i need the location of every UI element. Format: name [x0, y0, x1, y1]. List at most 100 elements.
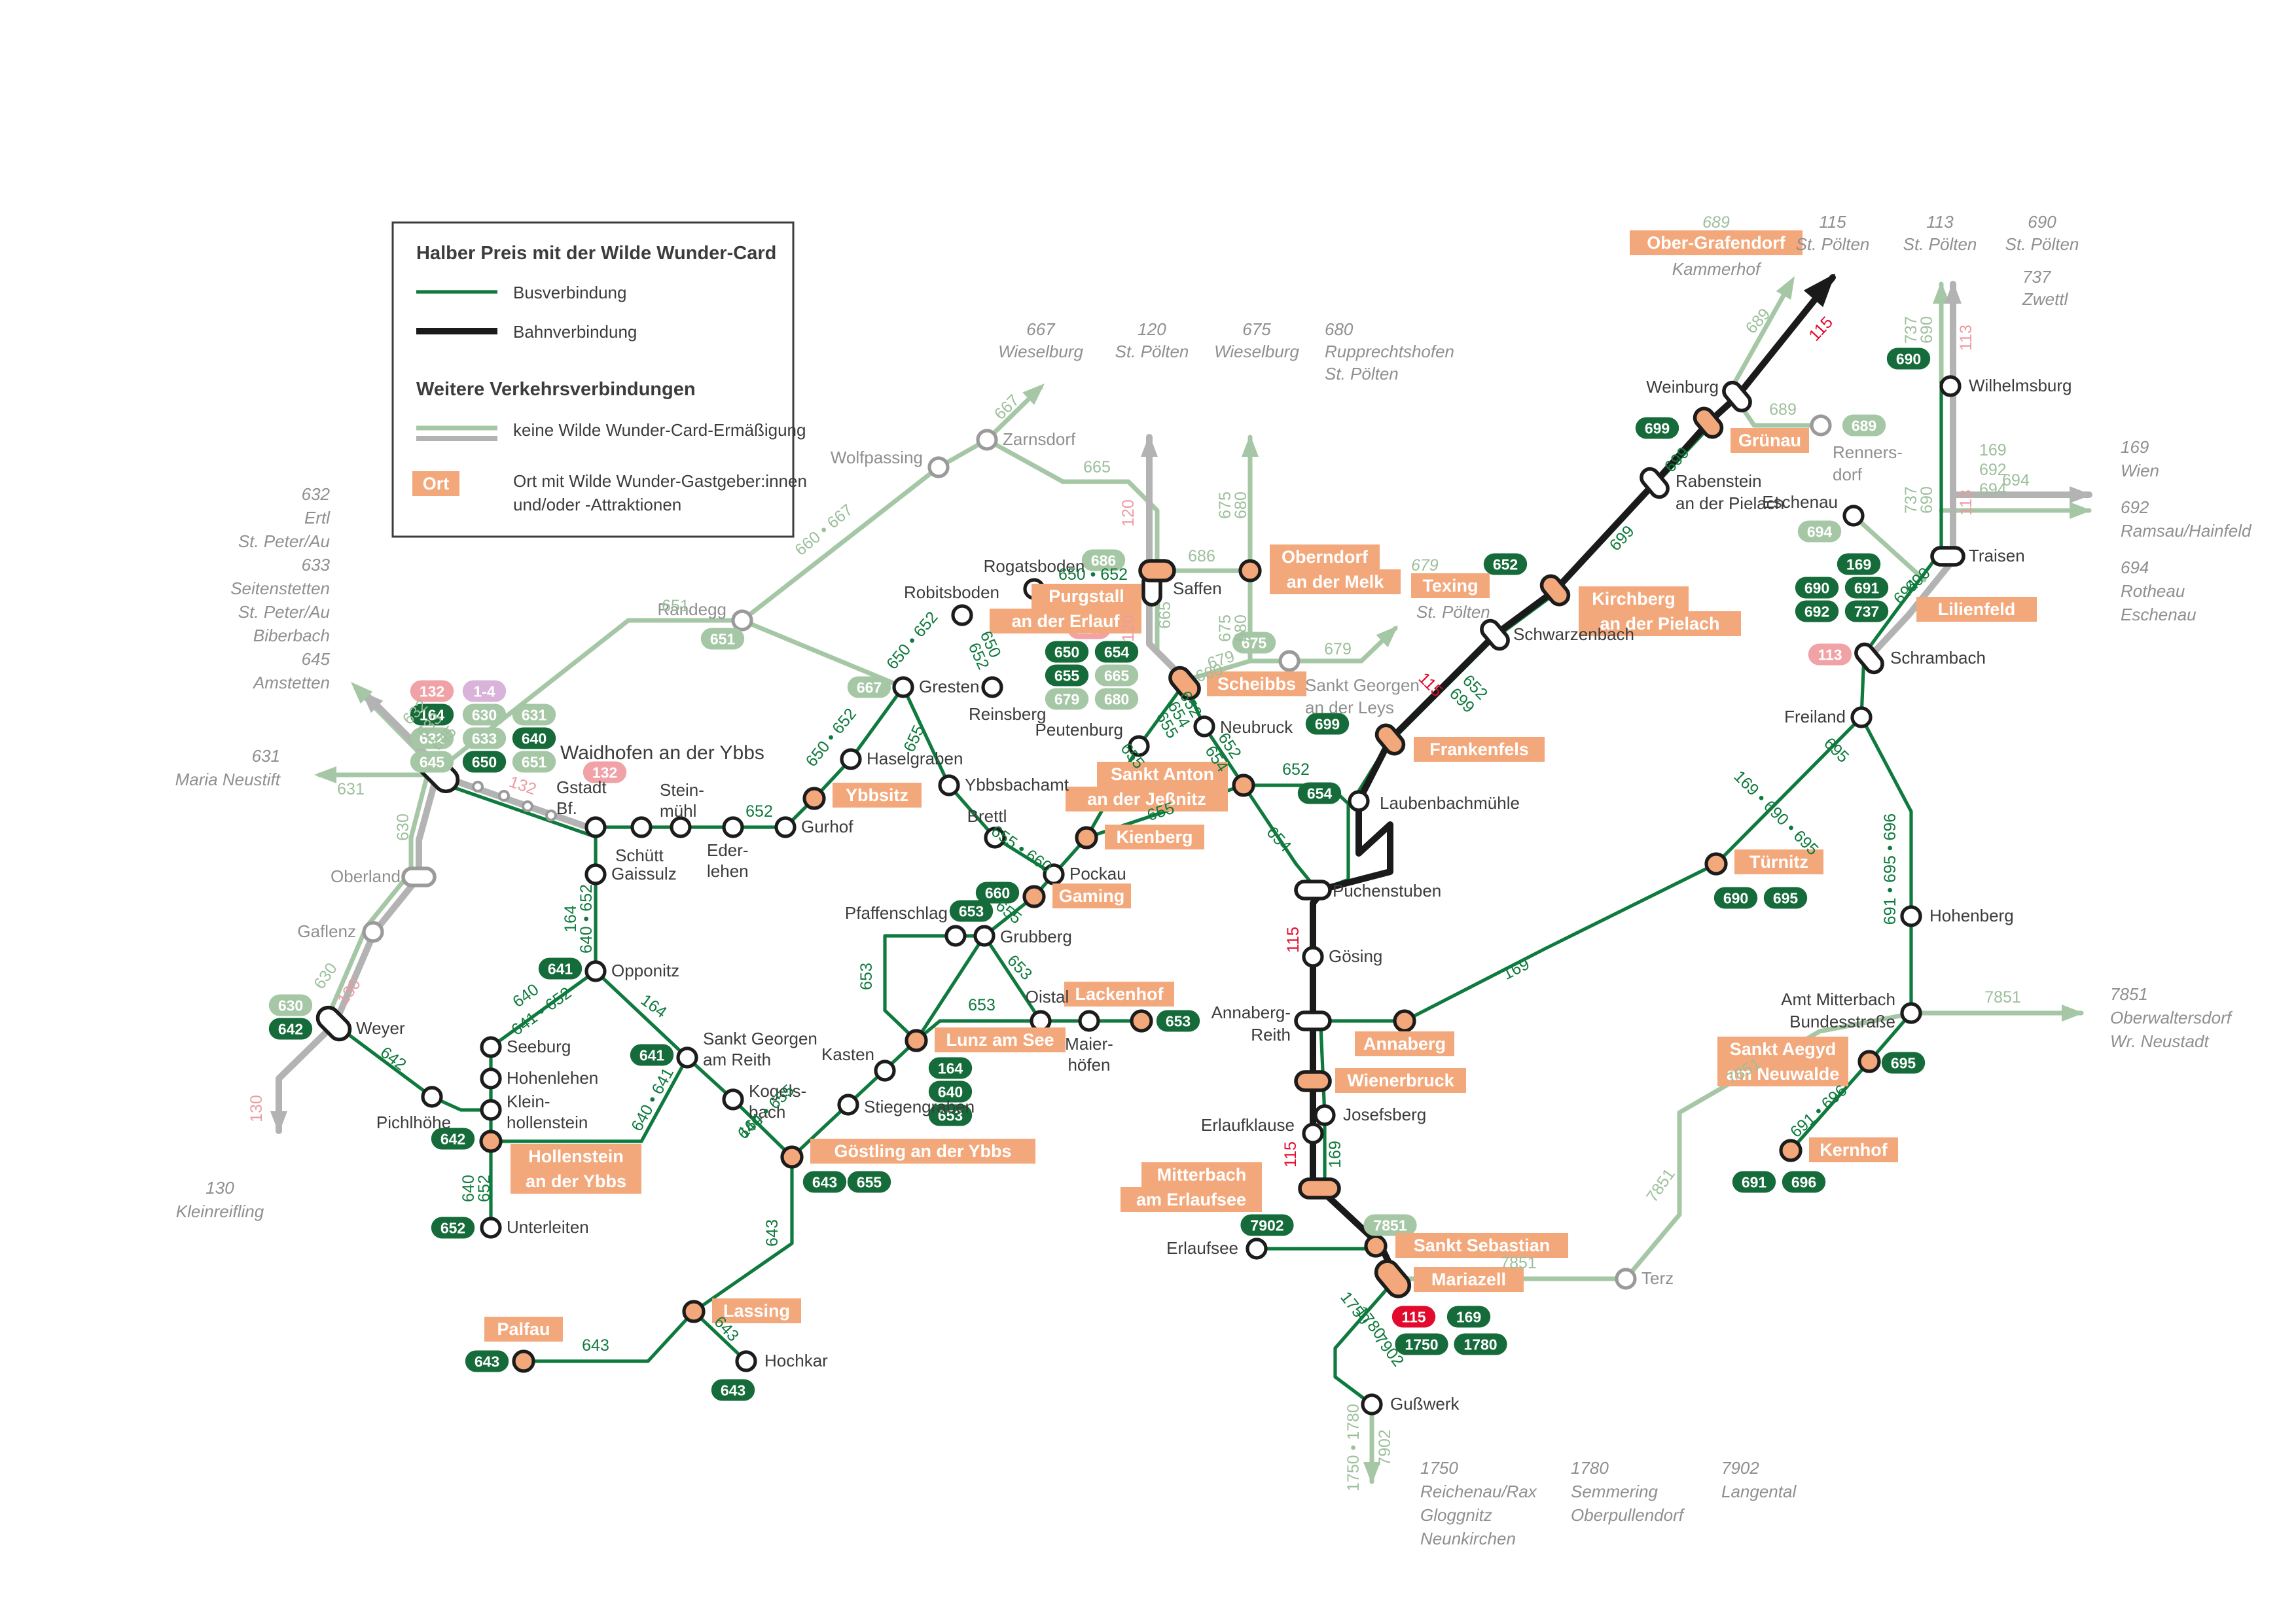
arrow-737-up: [1933, 281, 1950, 304]
station-annaberg: [1393, 1009, 1416, 1033]
badge-650: [462, 751, 507, 773]
chip-wienerbruck: [1335, 1068, 1466, 1093]
label-695-177: 695: [1820, 734, 1852, 766]
line-654-stanton-puchenstuben: [1242, 783, 1315, 887]
badge-7851: [1363, 1214, 1417, 1236]
label-wieselburg-85: Wieselburg: [1214, 342, 1299, 361]
chip-goestling: [810, 1139, 1035, 1164]
station-seeburg: [480, 1036, 502, 1058]
label-neunkirchen-111: Neunkirchen: [1420, 1529, 1516, 1548]
badge-label-653: 653: [959, 902, 984, 919]
label-laubenbachmühle-64: Laubenbachmühle: [1380, 793, 1520, 813]
badge-label-690: 690: [1723, 889, 1748, 906]
chip-label-ybbsitz: Ybbsitz: [846, 785, 908, 805]
badge-660: [975, 882, 1020, 904]
label-und-oder-attraktionen-6: und/oder -Attraktionen: [513, 495, 681, 514]
chip-label-ober-grafendorf: Ober-Grafendorf: [1647, 233, 1786, 253]
label-642-146: 642: [377, 1043, 410, 1074]
label-653-152: 653: [857, 963, 876, 990]
label-130-128: 130: [206, 1178, 234, 1198]
chip-kienberg: [1105, 825, 1204, 849]
chip-label-lunz-am-see: Lunz am See: [946, 1030, 1054, 1050]
station-rabenstein: [1640, 467, 1670, 499]
badge-label-690: 690: [1804, 579, 1829, 596]
label-690-94: 690: [2028, 212, 2056, 232]
label-neubruck-45: Neubruck: [1220, 717, 1293, 737]
badge-label-675: 675: [1242, 634, 1267, 651]
label-josefsberg-50: Josefsberg: [1343, 1105, 1426, 1124]
label-biberbach-123: Biberbach: [253, 626, 330, 645]
chip-label-sankt-anton-line1: an der Jeßnitz: [1087, 789, 1206, 809]
label-737-199: 737: [1902, 486, 1920, 514]
chip-frankenfels: [1414, 737, 1545, 762]
badge-690: [1795, 577, 1839, 599]
badge-label-1-4: 1-4: [473, 683, 495, 700]
badge-label-650: 650: [1054, 643, 1079, 660]
station-sankt-aegyd: [1857, 1050, 1881, 1073]
label-120-219: 120: [1119, 615, 1138, 642]
label-7851-205: 7851: [1500, 1254, 1537, 1272]
station-scheibbs: [1168, 666, 1201, 701]
line-7902-gusswerk: [1333, 1283, 1392, 1406]
label-oberland-77: Oberland: [331, 866, 401, 886]
label-675-84: 675: [1242, 319, 1271, 339]
station-zarnsdorf: [976, 429, 998, 451]
chip-annaberg: [1355, 1031, 1454, 1056]
label-stiegengraben-34: Stiegengraben: [864, 1097, 975, 1116]
label-hohenlehen-25: Hohenlehen: [507, 1068, 598, 1088]
station-weyer: [315, 1005, 352, 1042]
badge-label-643: 643: [812, 1173, 837, 1190]
badge-label-652: 652: [440, 1219, 465, 1236]
label-saffen-10: Saffen: [1173, 579, 1222, 598]
badge-label-691: 691: [1854, 579, 1880, 596]
label-sankt-georgen-75: Sankt Georgen: [1305, 675, 1420, 695]
station-pichlhoehe: [421, 1086, 443, 1108]
label-690-200: 690: [1918, 486, 1936, 514]
station-lackenhof: [1130, 1009, 1153, 1033]
badge-label-655: 655: [1054, 667, 1080, 684]
label-seitenstetten-121: Seitenstetten: [230, 579, 330, 598]
badge-label-737: 737: [1854, 603, 1879, 620]
station-gstadt: [584, 816, 607, 838]
label-st-pölten-95: St. Pölten: [2005, 234, 2079, 254]
badge-650: [1045, 641, 1089, 663]
label-665-185: 665: [1083, 458, 1111, 476]
badge-655: [1045, 664, 1089, 687]
chip-label-texing: Texing: [1422, 576, 1478, 596]
label-rabenstein-65: Rabenstein: [1676, 471, 1762, 491]
badge-645: [410, 751, 454, 773]
label-halber-preis-mit-der-wilde-wunder-card-0: Halber Preis mit der Wilde Wunder-Card: [416, 243, 776, 264]
label-bach-33: bach: [749, 1102, 785, 1122]
badge-1750: [1395, 1333, 1448, 1355]
label-kammerhof-79: Kammerhof: [1672, 259, 1762, 279]
badge-label-132: 132: [592, 764, 617, 781]
label-unterleiten-29: Unterleiten: [507, 1217, 589, 1237]
chip-label-hollenstein: Hollenstein: [528, 1147, 624, 1166]
badge-label-654: 654: [1104, 643, 1130, 660]
label-115-90: 115: [1819, 212, 1846, 232]
badge-label-113: 113: [1818, 646, 1842, 663]
chip-lassing: [712, 1298, 801, 1323]
label-ort-mit-wilde-wunder-gastgeber-innen-5: Ort mit Wilde Wunder-Gastgeber:innen: [513, 471, 807, 491]
badge-label-679: 679: [1054, 690, 1079, 707]
chip-kirchberg-line1: [1579, 611, 1741, 636]
station-weinburg: [1722, 380, 1752, 413]
badge-label-699: 699: [1315, 715, 1340, 732]
label-694-102: 694: [2121, 558, 2149, 577]
label-675-187: 675: [1216, 491, 1234, 519]
station-randegg: [731, 609, 753, 632]
label-652-148: 652: [475, 1175, 493, 1202]
chip-purgstall: [1031, 584, 1141, 609]
chip-label-mitterbach: Mitterbach: [1157, 1165, 1247, 1185]
chip-kernhof: [1809, 1137, 1898, 1162]
badge-641: [630, 1044, 674, 1066]
badge-690: [1886, 348, 1931, 370]
label-busverbindung-1: Busverbindung: [513, 283, 626, 302]
station-reinsberg: [981, 676, 1003, 698]
label-1780-112: 1780: [1571, 1458, 1609, 1478]
badge-label-630: 630: [472, 706, 497, 723]
badge-699: [1305, 713, 1350, 735]
label-höfen-40: höfen: [1067, 1055, 1110, 1075]
chip-label-oberndorf-line1: an der Melk: [1287, 572, 1385, 592]
badge-label-169: 169: [1456, 1308, 1481, 1325]
